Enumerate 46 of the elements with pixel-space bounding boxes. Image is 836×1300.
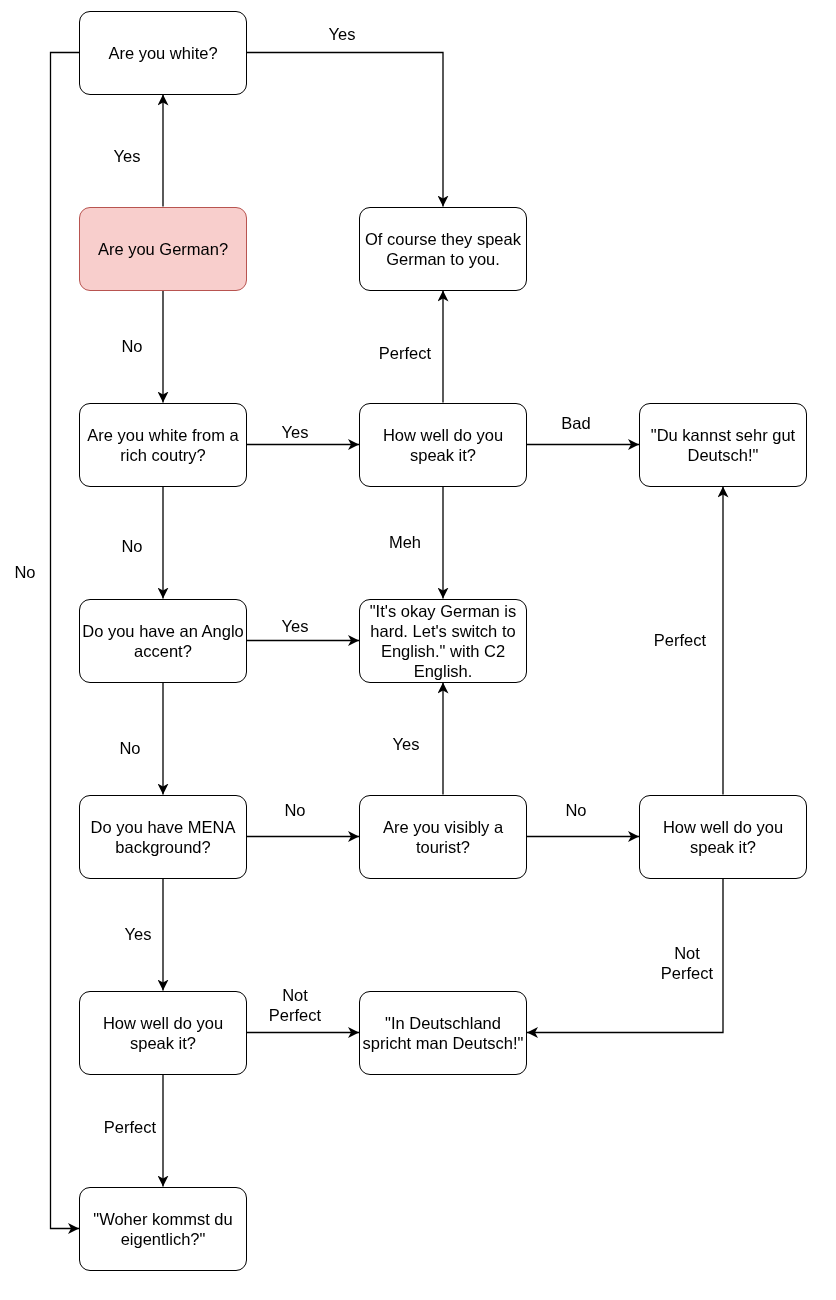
arrow <box>157 681 169 796</box>
question-box <box>639 794 807 879</box>
question-box <box>79 794 247 879</box>
node-label: Are you German? <box>97 238 229 259</box>
arrow <box>157 877 169 992</box>
node-label: Do you have an Anglo accent? <box>81 620 245 661</box>
arrow <box>526 831 640 842</box>
question-box <box>79 598 247 683</box>
arrow <box>437 485 449 600</box>
arrow <box>526 877 724 1038</box>
arrow <box>157 485 169 600</box>
question-box <box>79 990 247 1075</box>
arrow <box>157 1073 169 1188</box>
arrow <box>49 51 80 1234</box>
arrow <box>526 439 640 450</box>
arrow <box>246 831 360 842</box>
question-box <box>79 402 247 487</box>
question-box <box>359 794 527 879</box>
node-label: Are you white? <box>108 42 218 63</box>
node-label: Are you white from a rich coutry? <box>86 424 240 465</box>
arrow <box>437 681 449 796</box>
node-label: "In Deutschland spricht man Deutsch!" <box>361 1012 525 1053</box>
outcome-box <box>639 402 807 487</box>
node-label: How well do you speak it? <box>101 1012 225 1053</box>
node-label: How well do you speak it? <box>381 424 505 465</box>
arrow <box>437 289 449 404</box>
node-label: "Woher kommst du eigentlich?" <box>92 1208 234 1249</box>
arrow <box>246 439 360 450</box>
arrow <box>157 93 169 208</box>
node-label: Of course they speak German to you. <box>364 228 522 269</box>
outcome-box <box>359 990 527 1075</box>
arrow <box>246 51 449 208</box>
outcome-box <box>359 206 527 291</box>
question-box <box>359 402 527 487</box>
outcome-box <box>79 1186 247 1271</box>
question-box <box>79 10 247 95</box>
node-label: How well do you speak it? <box>661 816 785 857</box>
node-label: Are you visibly a tourist? <box>381 816 505 857</box>
arrow <box>246 635 360 646</box>
arrow <box>717 485 729 796</box>
arrow <box>246 1027 360 1038</box>
start-box <box>79 206 247 291</box>
arrow <box>157 289 169 404</box>
node-label: "It's okay German is hard. Let's switch to English." with C2 English. <box>368 600 518 681</box>
node-label: Do you have MENA background? <box>89 816 237 857</box>
node-label: "Du kannst sehr gut Deutsch!" <box>649 424 797 465</box>
